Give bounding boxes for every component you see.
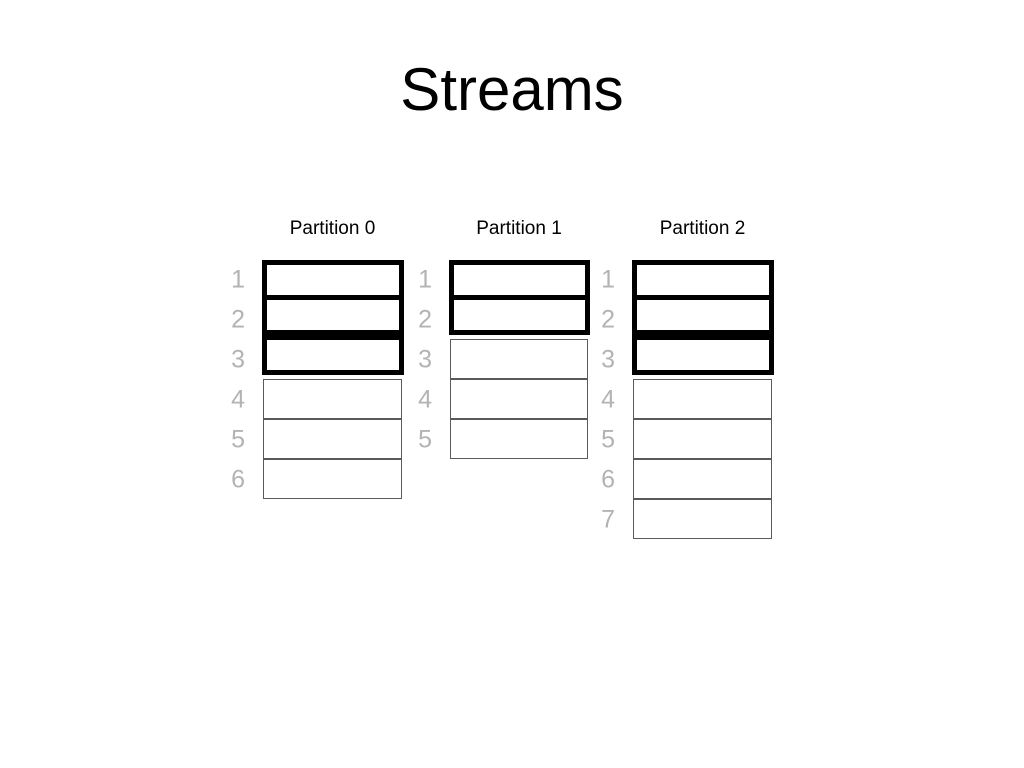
partition-row: 1 [601, 260, 774, 300]
partition-row: 1 [418, 260, 590, 300]
row-offset-number: 3 [418, 345, 432, 374]
partition-row: 4 [231, 379, 402, 420]
row-offset-number: 3 [231, 345, 245, 374]
partition-cell-highlighted[interactable] [262, 335, 404, 375]
partition-cell[interactable] [263, 379, 402, 419]
partition-cell-highlighted[interactable] [632, 295, 774, 335]
partition-cell[interactable] [633, 459, 772, 499]
row-offset-number: 1 [601, 265, 615, 294]
partition-cell[interactable] [450, 379, 588, 419]
partition-row: 4 [601, 379, 772, 420]
row-offset-number: 5 [601, 425, 615, 454]
partition-row: 3 [231, 335, 404, 380]
row-offset-number: 1 [231, 265, 245, 294]
partition-cell-highlighted[interactable] [632, 335, 774, 375]
partition-row: 3 [601, 335, 774, 380]
partition-row: 5 [231, 419, 402, 460]
partition-cell[interactable] [263, 459, 402, 499]
partition-cell[interactable] [633, 379, 772, 419]
partition-cell-highlighted[interactable] [632, 260, 774, 300]
row-offset-number: 3 [601, 345, 615, 374]
row-offset-number: 6 [601, 465, 615, 494]
partition-label: Partition 0 [289, 218, 376, 239]
row-offset-number: 7 [601, 505, 615, 534]
page-title: Streams [400, 56, 624, 123]
partition-cell[interactable] [450, 419, 588, 459]
partition-label: Partition 2 [659, 218, 746, 239]
partition-row: 2 [418, 295, 590, 340]
row-offset-number: 6 [231, 465, 245, 494]
row-offset-number: 2 [601, 305, 615, 334]
partition-row: 4 [418, 379, 588, 420]
partition-row: 5 [601, 419, 772, 460]
partition-row: 7 [601, 499, 772, 540]
partition-row: 3 [418, 339, 588, 380]
partition-cell-highlighted[interactable] [262, 295, 404, 335]
row-offset-number: 2 [231, 305, 245, 334]
partition-cell-stack: 1 2 3 4 5 6 [231, 260, 404, 500]
partition-row: 6 [231, 459, 402, 500]
partition-cell-stack: 1 2 3 4 5 [418, 260, 590, 460]
row-offset-number: 5 [231, 425, 245, 454]
partition-label: Partition 1 [476, 218, 562, 239]
partition-cell[interactable] [450, 339, 588, 379]
row-offset-number: 4 [418, 385, 432, 414]
row-offset-number: 1 [418, 265, 432, 294]
partition-cell-highlighted[interactable] [262, 260, 404, 300]
partition-cell-highlighted[interactable] [449, 295, 590, 335]
row-offset-number: 4 [601, 385, 615, 414]
partition-cell[interactable] [263, 419, 402, 459]
partition-row: 6 [601, 459, 772, 500]
partition-row: 2 [601, 295, 774, 340]
partition-cell-highlighted[interactable] [449, 260, 590, 300]
partition-row: 2 [231, 295, 404, 340]
partition-cell[interactable] [633, 499, 772, 539]
row-offset-number: 4 [231, 385, 245, 414]
partition-row: 1 [231, 260, 404, 300]
partition-cell-stack: 1 2 3 4 5 6 7 [601, 260, 774, 540]
row-offset-number: 5 [418, 425, 432, 454]
row-offset-number: 2 [418, 305, 432, 334]
partition-cell[interactable] [633, 419, 772, 459]
partition-row: 5 [418, 419, 588, 460]
